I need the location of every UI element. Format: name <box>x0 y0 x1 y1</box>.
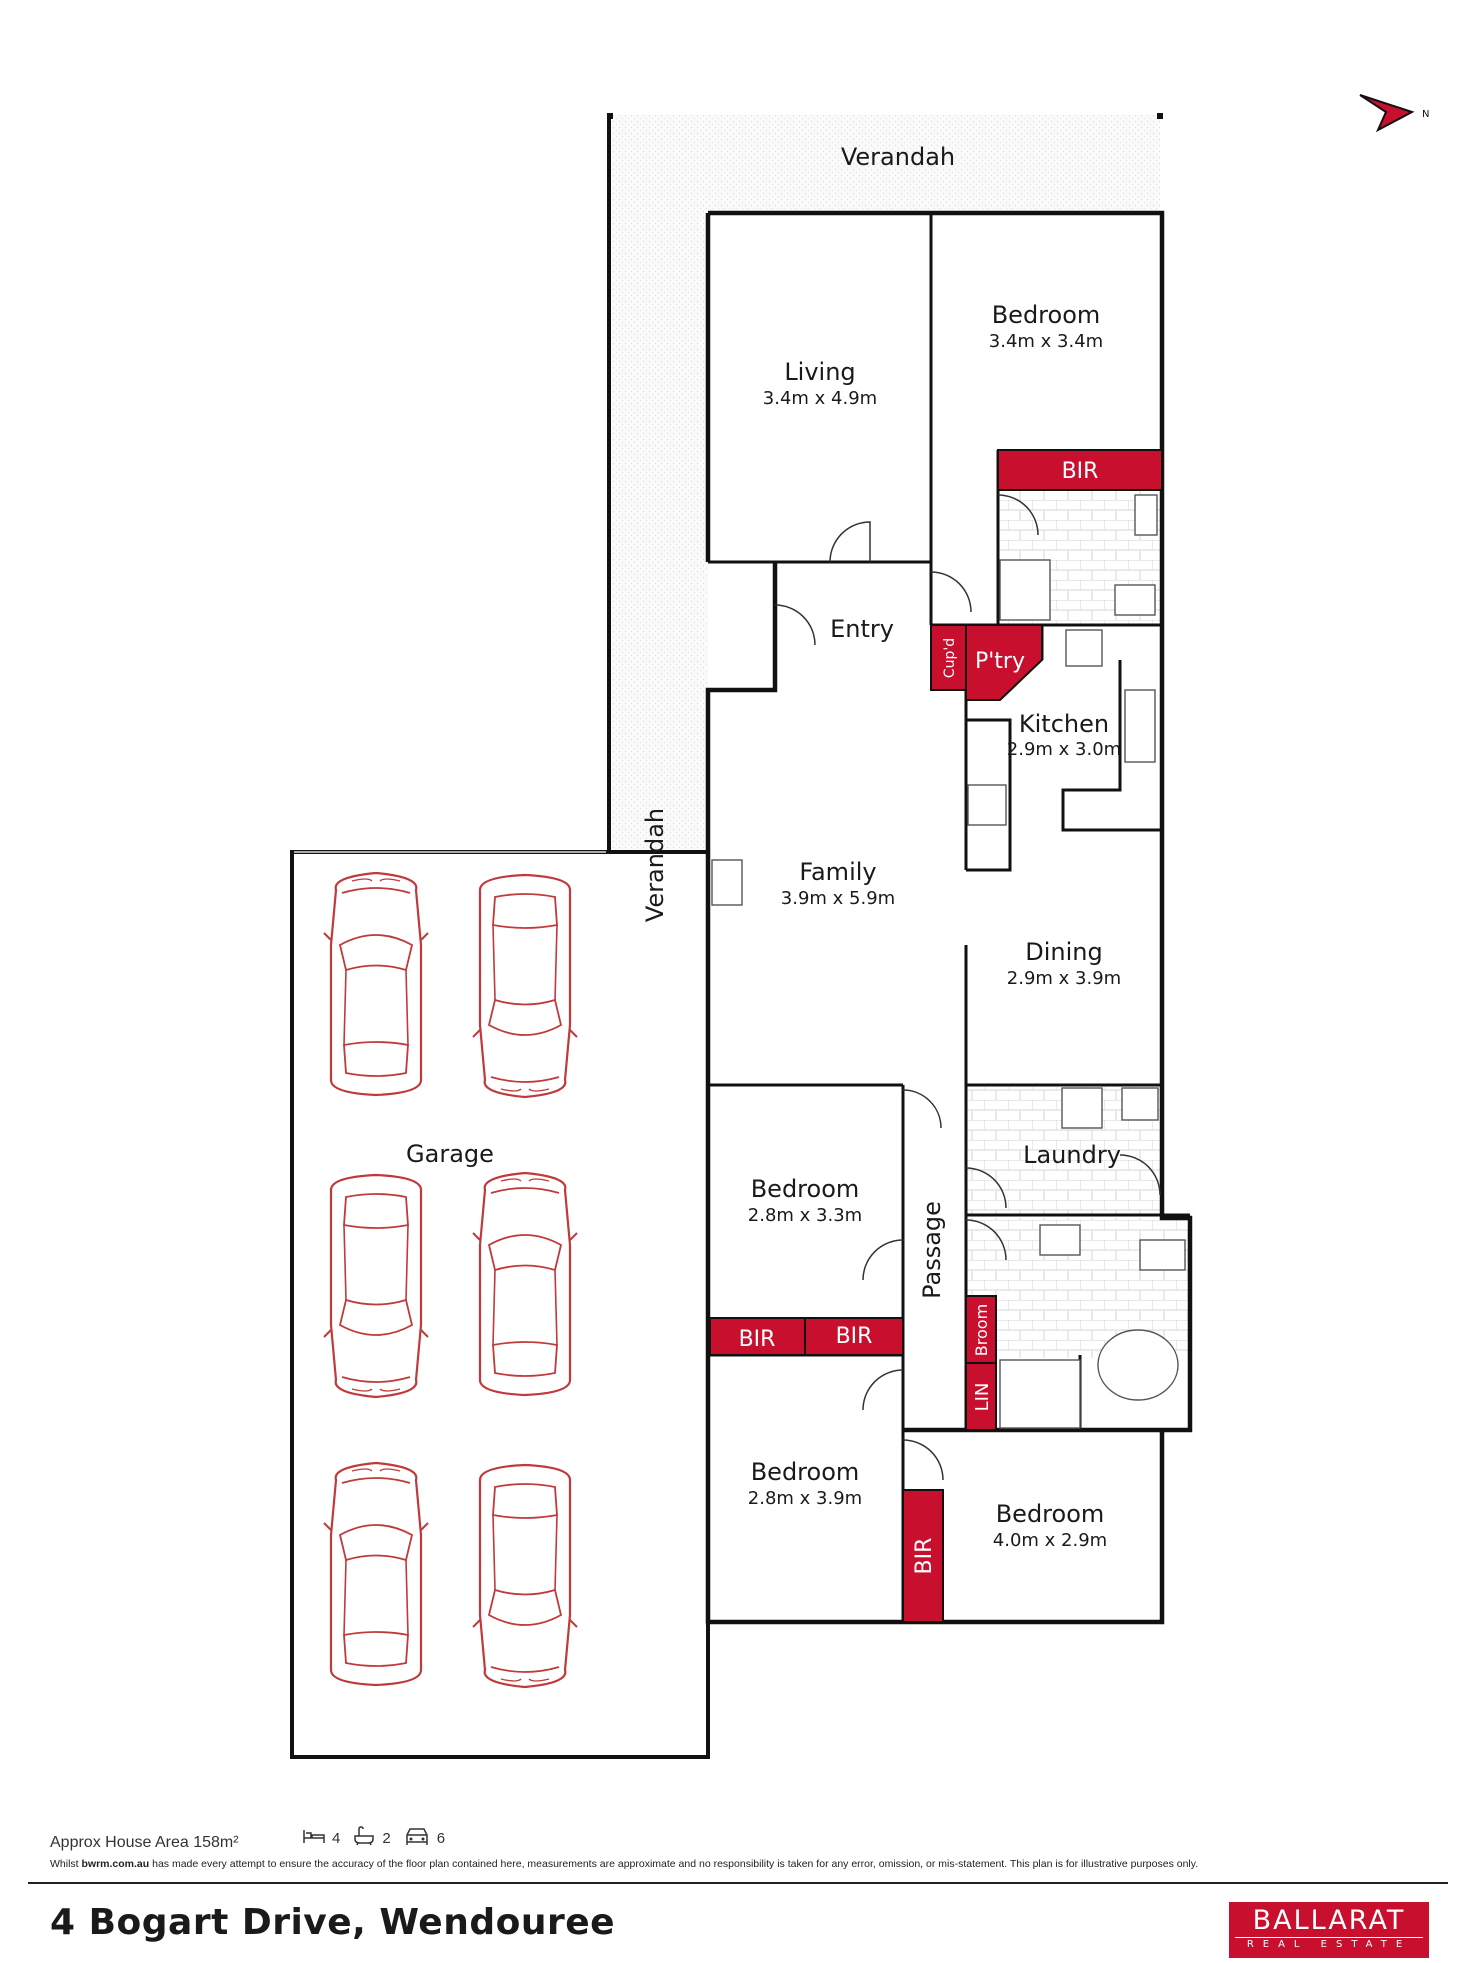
pantry-block <box>965 624 1043 701</box>
bath-icon <box>352 1826 376 1850</box>
kitchen-dims: 2.9m x 3.0m <box>1007 739 1121 760</box>
cupd-label: Cup'd <box>942 638 958 678</box>
family-label: Family <box>799 858 876 886</box>
dining-label: Dining <box>1025 938 1102 966</box>
bedroom3-label: Bedroom <box>751 1458 860 1486</box>
house-area: Approx House Area 158m² <box>50 1834 239 1851</box>
bir1-label: BIR <box>1062 459 1099 484</box>
bir-closet <box>709 1317 806 1356</box>
footer: Approx House Area 158m² 4 2 6 Whilst bwr… <box>0 1820 1472 1963</box>
cupboard-block <box>930 624 967 691</box>
bedroom3-dims: 2.8m x 3.9m <box>748 1488 862 1509</box>
bir-closet <box>804 1317 904 1356</box>
bed-icon <box>302 1827 326 1849</box>
laundry-label: Laundry <box>1023 1141 1121 1169</box>
bir-closet <box>997 449 1163 491</box>
bedroom1-label: Bedroom <box>992 301 1101 329</box>
bedroom2-label: Bedroom <box>751 1175 860 1203</box>
bathroom-count: 2 <box>382 1829 391 1847</box>
bedroom4-label: Bedroom <box>996 1500 1105 1528</box>
bir4-label: BIR <box>912 1538 937 1575</box>
bir3-label: BIR <box>836 1324 873 1349</box>
disclaimer: Whilst bwrm.com.au has made every attemp… <box>50 1858 1199 1870</box>
bedroom2-dims: 2.8m x 3.3m <box>748 1205 862 1226</box>
living-dims: 3.4m x 4.9m <box>763 388 877 409</box>
pantry-label: P'try <box>975 649 1025 674</box>
bir2-label: BIR <box>739 1327 776 1352</box>
disclaimer-site: bwrm.com.au <box>81 1858 150 1870</box>
feature-counts: 4 2 6 <box>302 1826 445 1850</box>
car-space-count: 6 <box>436 1829 446 1847</box>
brand-name: BALLARAT <box>1252 1905 1406 1936</box>
living-label: Living <box>784 358 855 386</box>
dining-dims: 2.9m x 3.9m <box>1007 968 1121 989</box>
property-address: 4 Bogart Drive, Wendouree <box>50 1902 616 1943</box>
garage-label: Garage <box>406 1140 494 1168</box>
verandah-side-label: Verandah <box>641 808 669 922</box>
family-dims: 3.9m x 5.9m <box>781 888 895 909</box>
bedroom1-dims: 3.4m x 3.4m <box>989 331 1103 352</box>
broom-label: Broom <box>972 1304 991 1356</box>
garage-outline <box>290 850 710 1759</box>
brand-subtitle: REAL ESTATE <box>1235 1937 1423 1952</box>
car-icon <box>403 1826 431 1850</box>
divider <box>28 1882 1448 1884</box>
bedroom-count: 4 <box>332 1829 341 1847</box>
lin-label: LIN <box>972 1383 993 1412</box>
entry-label: Entry <box>830 615 894 643</box>
verandah-top-label: Verandah <box>841 143 955 171</box>
passage-label: Passage <box>918 1201 946 1299</box>
svg-text:N: N <box>1422 109 1429 120</box>
kitchen-label: Kitchen <box>1019 710 1109 738</box>
north-arrow-icon: N <box>1359 94 1429 133</box>
bir-closet <box>902 1489 944 1623</box>
broom-block <box>965 1295 997 1364</box>
brand-logo: BALLARAT REAL ESTATE <box>1229 1902 1429 1958</box>
floor-plan: Verandah Verandah Living 3.4m x 4.9m Bed… <box>290 94 1429 1759</box>
bedroom4-dims: 4.0m x 2.9m <box>993 1530 1107 1551</box>
lin-block <box>965 1362 997 1431</box>
